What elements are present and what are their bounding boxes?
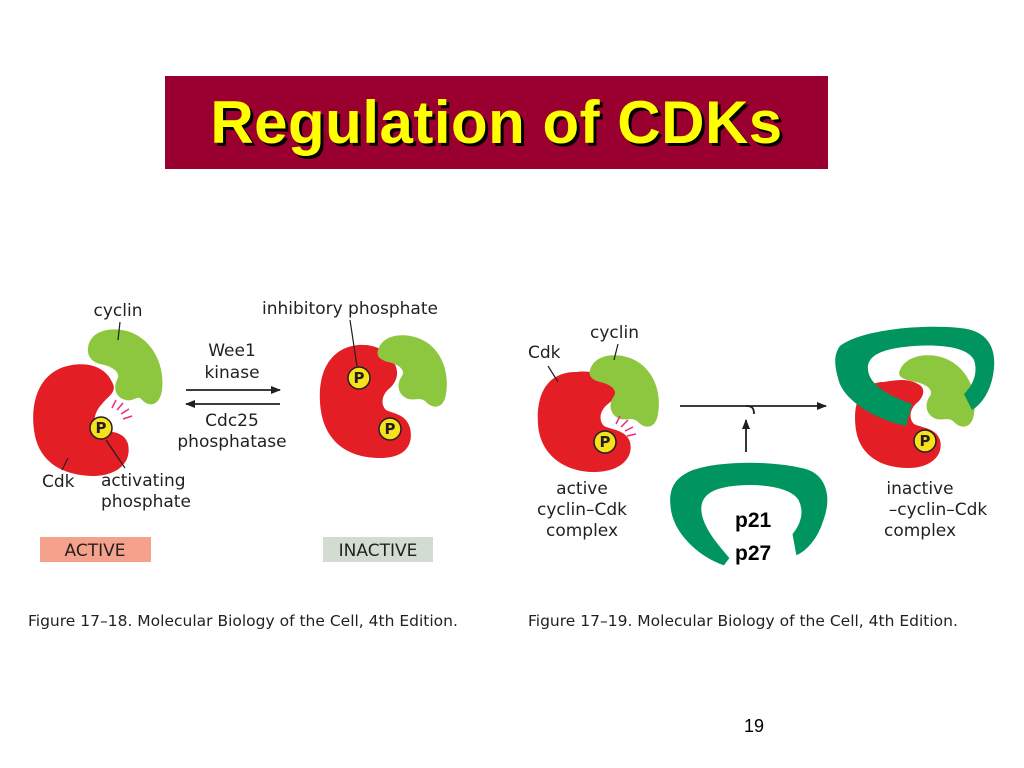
activating-label-line2: phosphate [101, 492, 191, 512]
active-complex-line3: complex [546, 521, 618, 541]
inhibitory-pointer [349, 319, 358, 367]
inactive-complex-inhibitor-shape [835, 326, 995, 426]
page-number: 19 [744, 716, 765, 736]
left-cdk-label: Cdk [42, 472, 75, 492]
slide-title: Regulation of CDKs [210, 89, 783, 156]
active-cyclin-shape [87, 329, 163, 405]
inhibitor-label-p27: p27 [735, 542, 771, 565]
activating-phosphate-icon [89, 416, 113, 440]
inactive-complex-line1: inactive [886, 479, 953, 499]
activating-label-line1: activating [101, 471, 186, 491]
right-cdk-label: Cdk [528, 343, 561, 363]
inactive-complex-phosphate-symbol: P [920, 432, 931, 450]
right-active-cyclin-shape [589, 355, 659, 427]
cdc25-label-line2: phosphatase [177, 432, 286, 452]
active-status-box [40, 537, 151, 562]
figure-left: P cyclin Cdk activating phosphate Wee1 k… [28, 299, 458, 630]
wee1-label-line2: kinase [204, 363, 259, 383]
active-complex-line2: cyclin–Cdk [537, 500, 627, 520]
inhibitory-phosphate-label: inhibitory phosphate [262, 299, 438, 319]
inhibitory-phosphate-symbol: P [354, 369, 365, 387]
inactive-status-label: INACTIVE [339, 541, 418, 561]
activating-phosphate-symbol: P [96, 419, 107, 437]
figure-right: P Cdk cyclin active cyclin–Cdk complex p… [528, 323, 995, 630]
left-cyclin-pointer [117, 321, 121, 341]
inactive-status-box [323, 537, 433, 562]
inactive-activating-phosphate-icon [378, 417, 402, 441]
right-figure-caption: Figure 17–19. Molecular Biology of the C… [528, 612, 958, 630]
activating-pointer [105, 439, 126, 469]
active-cdk-shape [33, 364, 129, 476]
inhibitor-input-curve [745, 405, 755, 415]
activation-sparks [111, 399, 133, 420]
inactive-cyclin-shape [377, 335, 447, 407]
inhibitor-protein-shape [669, 461, 829, 567]
left-cyclin-label: cyclin [94, 301, 143, 321]
active-complex-line1: active [556, 479, 608, 499]
right-activation-sparks [615, 415, 637, 437]
inhibitor-label-bg [730, 500, 788, 570]
inactive-complex-line2: –cyclin–Cdk [889, 500, 988, 520]
right-cyclin-label: cyclin [590, 323, 639, 343]
left-figure-caption: Figure 17–18. Molecular Biology of the C… [28, 612, 458, 630]
inactive-complex-cyclin-shape [899, 355, 975, 427]
right-activating-phosphate-icon [593, 430, 617, 454]
inactive-complex-line3: complex [884, 521, 956, 541]
inhibitory-phosphate-icon [347, 366, 371, 390]
right-cyclin-pointer [613, 343, 619, 361]
right-activating-phosphate-symbol: P [600, 433, 611, 451]
cdc25-label-line1: Cdc25 [205, 411, 259, 431]
left-cdk-pointer [61, 457, 69, 471]
active-status-label: ACTIVE [65, 541, 126, 561]
inactive-activating-phosphate-symbol: P [385, 420, 396, 438]
title-banner: Regulation of CDKs [165, 76, 828, 169]
right-cdk-pointer [547, 365, 559, 383]
inactive-complex-phosphate-icon [913, 429, 937, 453]
inhibitor-label-p21: p21 [735, 509, 772, 532]
wee1-label-line1: Wee1 [208, 341, 256, 361]
